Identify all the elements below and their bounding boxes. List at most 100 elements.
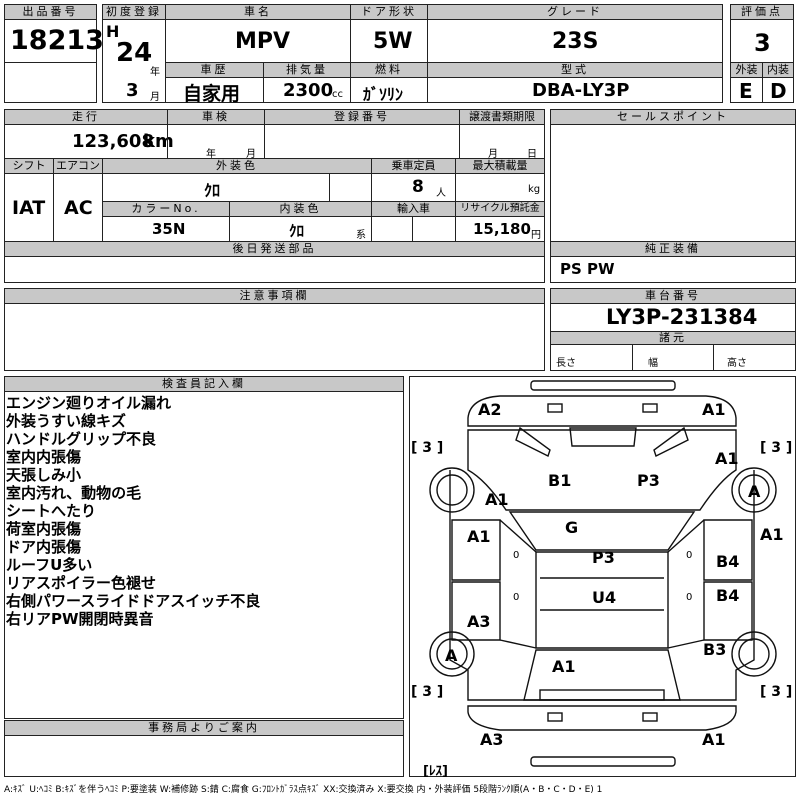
shift-header: シフト	[4, 158, 54, 174]
damage-door-right-rear: B4	[716, 586, 740, 605]
comment-line: エンジン廻りオイル漏れ	[6, 394, 172, 412]
comment-line: ハンドルグリップ不良	[6, 430, 157, 448]
lot-no-value: 18213	[10, 25, 104, 56]
aircon-header: エアコン	[53, 158, 103, 174]
tire-right-rear: [ 3 ]	[760, 684, 793, 700]
ext-color-value: ｸﾛ	[204, 181, 221, 200]
color-no-value: 35N	[152, 220, 186, 238]
model-cell	[427, 77, 723, 103]
tire-left-rear: [ 3 ]	[411, 684, 444, 700]
mileage-value: 123,608	[72, 131, 154, 152]
comment-line: ドア内張傷	[6, 538, 82, 556]
damage-front-left: A2	[478, 400, 502, 419]
inspector-cell	[4, 391, 404, 719]
mileage-header: 走行	[4, 109, 168, 125]
score-header: 評価点	[730, 4, 794, 20]
comment-line: 室内内張傷	[6, 448, 82, 466]
zero-mark: 0	[686, 550, 693, 561]
damage-quarter-right: B3	[703, 640, 727, 659]
score-value: 3	[754, 29, 771, 57]
import-header: 輸入車	[371, 201, 456, 217]
comment-line: 荷室内張傷	[6, 520, 82, 538]
transfer-day-unit: 日	[527, 149, 537, 160]
damage-door-left-front: A1	[467, 527, 491, 546]
car-diagram-frame	[409, 376, 796, 777]
damage-pillar-right: A1	[760, 525, 784, 544]
aircon-value: AC	[64, 197, 93, 219]
length-label: 長さ	[556, 358, 576, 369]
int-color-value: ｸﾛ	[289, 222, 305, 240]
door-value: 5W	[373, 29, 413, 54]
later-parts-cell	[4, 256, 545, 283]
wheel-right-front-code: A	[748, 482, 761, 501]
max-load-header: 最大積載量	[455, 158, 545, 174]
damage-door-left-rear: A3	[467, 612, 491, 631]
history-value: 自家用	[183, 83, 241, 105]
sales-point-header: セールスポイント	[550, 109, 796, 125]
interior-cell	[762, 77, 794, 103]
comment-line: 右側パワースライドドアスイッチ不良	[6, 592, 261, 610]
chassis-value: LY3P-231384	[606, 305, 758, 329]
grade-value: 23S	[552, 29, 599, 54]
displacement-value: 2300	[283, 80, 334, 101]
transfer-month-unit: 月	[488, 149, 498, 160]
damage-door-right-front: B4	[716, 552, 740, 571]
recycle-value: 15,180	[473, 220, 531, 238]
comment-line: 天張しみ小	[6, 466, 82, 484]
color-no-header: カラーNo.	[102, 201, 230, 217]
damage-fender-left: A1	[485, 490, 509, 509]
transfer-deadline-header: 譲渡書類期限	[459, 109, 545, 125]
damage-hood-right: P3	[637, 471, 660, 490]
comment-line: シートへたり	[6, 502, 97, 520]
interior-value: D	[770, 79, 787, 103]
fuel-value: ｶﾞｿﾘﾝ	[363, 85, 404, 104]
exterior-header: 外装	[730, 62, 763, 78]
damage-hood-left: B1	[548, 471, 572, 490]
notes-cell	[4, 303, 545, 371]
lot-no-blank	[4, 62, 97, 103]
inspection-month-unit: 月	[246, 149, 256, 160]
damage-windshield: G	[565, 518, 579, 537]
zero-mark: 0	[513, 550, 520, 561]
wheel-left-rear-code: A	[445, 646, 458, 665]
comment-line: リアスポイラー色褪せ	[6, 574, 157, 592]
inspector-comments: エンジン廻りオイル漏れ 外装うすい線キズ ハンドルグリップ不良 室内内張傷 天張…	[6, 394, 260, 628]
tire-left-front: [ 3 ]	[411, 440, 444, 456]
int-color-unit: 系	[356, 230, 366, 241]
exterior-value: E	[739, 79, 753, 103]
displacement-unit: cc	[332, 89, 343, 100]
damage-rear-right: A1	[702, 730, 726, 749]
legend: A:ｷｽﾞ U:ﾍｺﾐ B:ｷｽﾞを伴うﾍｺﾐ P:要塗装 W:補修跡 S:錆 …	[4, 785, 603, 795]
height-cell	[713, 344, 796, 371]
height-label: 高さ	[727, 358, 747, 369]
year-value: 24	[116, 38, 153, 68]
office-cell	[4, 735, 404, 777]
width-label: 幅	[648, 358, 658, 369]
recycle-unit: 円	[531, 230, 541, 241]
year-unit: 年	[150, 67, 160, 78]
zero-mark: 0	[686, 592, 693, 603]
tire-right-front: [ 3 ]	[760, 440, 793, 456]
damage-roof-rear: U4	[592, 588, 617, 607]
damage-front-right: A1	[702, 400, 726, 419]
comment-line: 外装うすい線キズ	[6, 412, 127, 430]
damage-fender-right: A1	[715, 449, 739, 468]
shift-value: IAT	[12, 197, 46, 219]
capacity-unit: 人	[436, 188, 446, 199]
fuel-header: 燃料	[350, 62, 428, 78]
zero-mark: 0	[513, 592, 520, 603]
comment-line: 室内汚れ、動物の毛	[6, 484, 142, 502]
comment-line: 右リアPW開閉時異音	[6, 610, 154, 628]
month-unit: 月	[150, 92, 160, 103]
damage-back-door: A1	[552, 657, 576, 676]
comment-line: ルーフU多い	[6, 556, 93, 574]
max-load-unit: kg	[528, 184, 541, 195]
inspection-year-unit: 年	[206, 149, 216, 160]
car-name-header: 車名	[165, 4, 351, 20]
damage-roof: P3	[592, 548, 615, 567]
era-value: H	[106, 22, 120, 41]
model-value: DBA-LY3P	[532, 80, 630, 101]
mileage-unit: km	[143, 131, 174, 152]
car-name-value: MPV	[235, 29, 291, 54]
